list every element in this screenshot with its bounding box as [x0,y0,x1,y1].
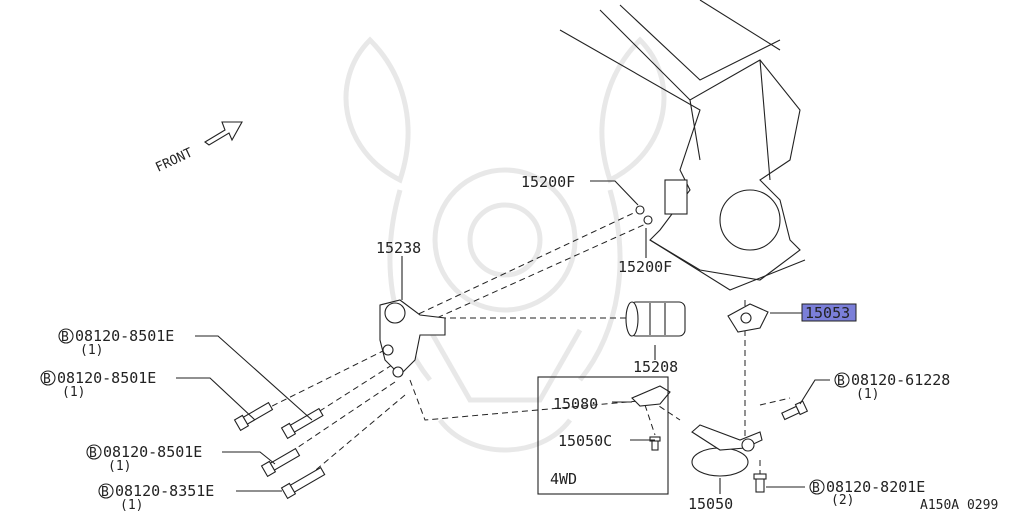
bolt-qty: (1) [108,459,131,474]
engine-port [664,179,688,215]
bolt-callout-1: B 08120-8501E (1) [58,327,174,358]
leader-lines [176,180,830,494]
label-15080: 15080 [553,395,598,413]
bolt-callout-6: B 08120-8201E (2) [809,478,925,508]
oil-filter-part [625,301,686,337]
b-mark-icon: B [101,485,109,500]
b-mark-icon: B [43,372,51,387]
bolt-callout-4: B 08120-8351E (1) [98,482,214,511]
bolt-part-number: 08120-8351E [115,482,214,500]
b-mark-icon: B [837,374,845,389]
label-15200F-bottom: 15200F [618,258,672,276]
bolt-part-number: 08120-8501E [57,369,156,387]
label-15238: 15238 [376,239,421,257]
4wd-group-box [537,376,669,495]
gasket-part [727,303,769,333]
b-mark-icon: B [61,330,69,345]
bolt-icons [233,400,809,500]
label-15050: 15050 [688,495,733,511]
bolt-part-number: 08120-8501E [75,327,174,345]
oil-strainer-part [691,424,763,477]
highlight-15053 [801,303,857,322]
diagram-code: A150A 0299 [920,498,998,511]
bolt-part-number: 08120-8501E [103,443,202,461]
front-arrow-icon [204,121,243,146]
filter-bracket-part [379,299,446,378]
o-ring-upper [635,205,645,215]
bolt-qty: (1) [62,385,85,400]
bolt-callout-2: B 08120-8501E (1) [40,369,156,400]
engine-block [559,0,806,291]
b-mark-icon: B [812,481,820,496]
bolt-qty: (2) [831,493,854,508]
bolt-qty: (1) [80,343,103,358]
label-15053[interactable]: 15053 [805,304,850,322]
stay-part [631,385,671,407]
bolt-qty: (1) [120,498,143,511]
bolt-callout-3: B 08120-8501E (1) [86,443,202,474]
o-ring-lower [643,215,653,225]
label-15208: 15208 [633,358,678,376]
label-15050C: 15050C [558,432,612,450]
front-label: FRONT [153,145,195,175]
bolt-part-number: 08120-8201E [826,478,925,496]
bolt-part-number: 08120-61228 [851,371,950,389]
bolt-callout-5: B 08120-61228 (1) [834,371,950,402]
b-mark-icon: B [89,446,97,461]
label-4wd: 4WD [550,470,577,488]
watermark-emblem [343,36,667,453]
bolt-qty: (1) [856,387,879,402]
label-15200F-top: 15200F [521,173,575,191]
